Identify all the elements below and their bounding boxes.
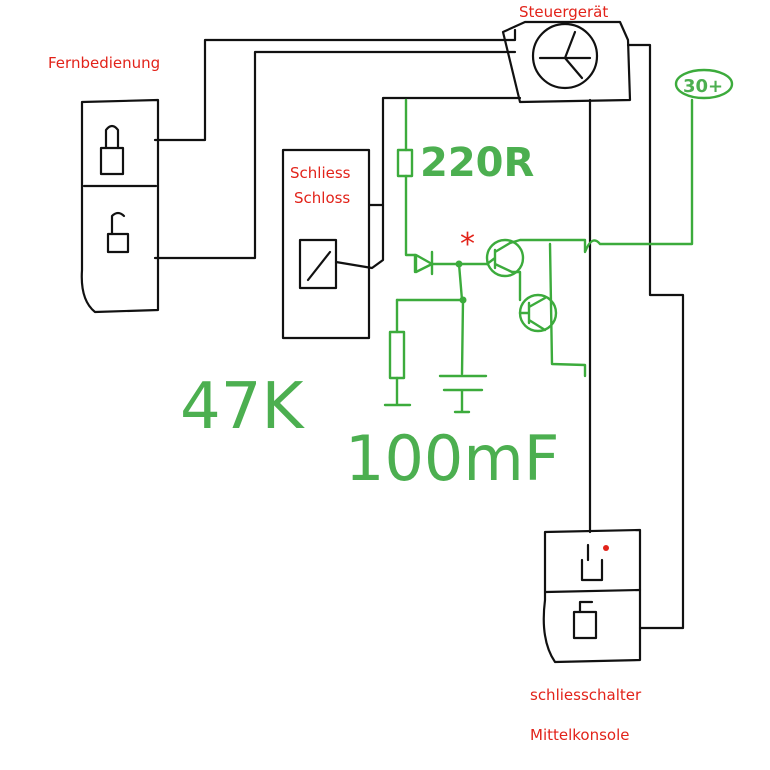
steuergeraet-label: Steuergerät [519,3,608,21]
battery-label: 30+ [683,76,723,97]
schliess-schloss-label-2: Schloss [294,189,350,207]
schliesschalter-switch: schliesschalter Mittelkonsole [530,528,642,744]
resistor-47k-label: 47K [180,370,305,444]
lock-closed-icon [580,543,609,582]
lock-open-icon [572,600,598,640]
green-circuit: 30+ * [383,68,734,414]
steuergeraet-unit: Steuergerät [501,3,632,104]
resistor-220r-label: 220R [420,140,534,186]
transistor-icon [531,22,599,90]
transistor-icon [485,238,525,278]
fernbedienung-label: Fernbedienung [48,54,160,72]
lock-open-icon [106,211,130,254]
black-wires [153,28,685,630]
switch-label-2: Mittelkonsole [530,726,630,744]
schliess-schloss-label-1: Schliess [290,164,351,182]
switch-label-1: schliesschalter [530,686,642,704]
resistor-icon [396,148,414,178]
fernbedienung-remote: Fernbedienung [48,54,160,314]
marker-asterisk: * [460,227,475,262]
diode-icon [413,250,434,276]
lock-closed-icon [99,124,125,176]
schliess-schloss-box: Schliess Schloss [281,148,385,340]
capacitor-100mf-label: 100mF [345,422,559,495]
relay-coil-icon [298,238,338,290]
capacitor-icon [438,374,488,414]
resistor-icon [388,330,406,380]
